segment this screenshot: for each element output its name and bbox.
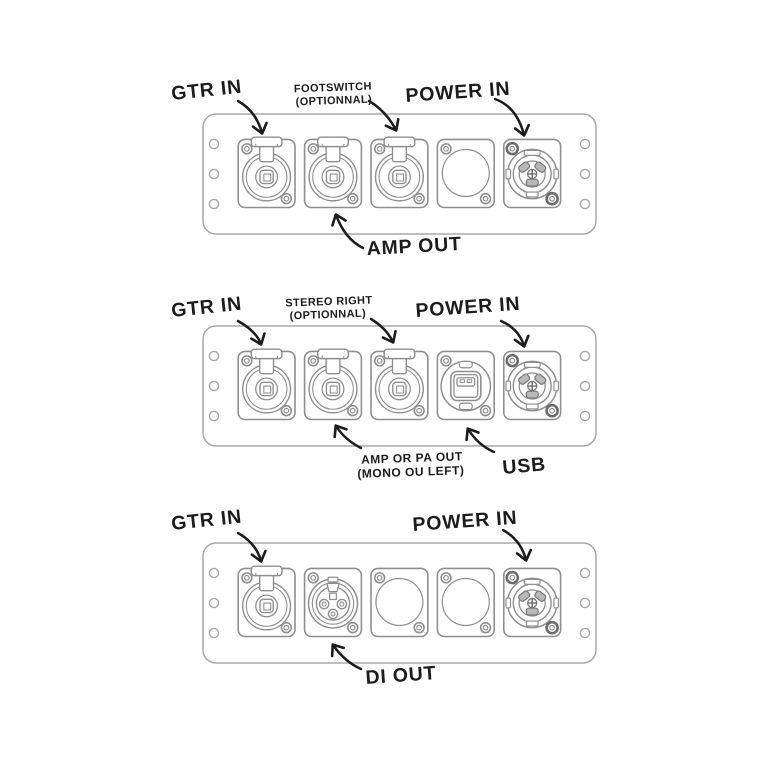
annotation-arrows	[236, 97, 531, 250]
label-power-in: POWER IN	[415, 293, 521, 322]
label-amp-or-pa-out-line1: AMP OR PA OUT	[361, 449, 463, 467]
locking-jack-connector-icon	[303, 348, 363, 421]
arrow-power-in	[501, 528, 533, 562]
label-amp-out: AMP OUT	[366, 233, 462, 260]
label-power-in: POWER IN	[405, 78, 511, 107]
annotation-arrows	[236, 528, 533, 671]
rack-panel-option-3: GTR IN POWER IN DI OUT	[170, 506, 597, 689]
label-stereo-right-line1: STEREO RIGHT	[285, 294, 373, 309]
arrow-gtr-in	[236, 319, 266, 346]
arrow-amp-out	[331, 213, 365, 250]
usb-connector-icon	[436, 350, 496, 421]
rack-panel-option-1: GTR IN FOOTSWITCH (OPTIONNAL) POWER IN A…	[170, 76, 597, 260]
label-footswitch-line2: (OPTIONNAL)	[295, 94, 372, 109]
locking-jack-connector-icon	[303, 136, 363, 209]
label-footswitch-line1: FOOTSWITCH	[294, 81, 372, 96]
arrow-power-in	[499, 319, 530, 348]
label-gtr-in: GTR IN	[170, 506, 243, 535]
arrow-footswitch	[367, 99, 400, 132]
locking-jack-connector-icon	[237, 565, 296, 638]
label-di-out: DI OUT	[365, 662, 437, 689]
arrow-di-out	[330, 643, 363, 671]
powercon-connector-icon	[502, 567, 562, 638]
blank-plate-icon	[370, 567, 429, 638]
arrow-usb	[465, 427, 496, 454]
label-power-in: POWER IN	[412, 507, 518, 536]
locking-jack-connector-icon	[370, 136, 429, 209]
powercon-connector-icon	[502, 350, 562, 421]
xlr-male-connector-icon	[303, 567, 363, 638]
label-gtr-in: GTR IN	[170, 293, 243, 322]
locking-jack-connector-icon	[237, 136, 296, 209]
annotation-arrows	[236, 317, 530, 454]
arrow-gtr-in	[236, 99, 268, 135]
blank-plate-icon	[436, 138, 496, 209]
arrow-amp-or-pa-out	[333, 424, 363, 450]
label-gtr-in: GTR IN	[170, 76, 243, 105]
locking-jack-connector-icon	[237, 348, 296, 421]
locking-jack-connector-icon	[370, 348, 429, 421]
powercon-connector-icon	[502, 138, 562, 209]
arrow-power-in	[493, 97, 531, 137]
arrow-gtr-in	[236, 531, 267, 563]
label-usb: USB	[502, 453, 547, 479]
label-stereo-right-line2: (OPTIONNAL)	[289, 308, 366, 323]
blank-plate-icon	[436, 567, 496, 638]
arrow-stereo-right	[369, 317, 397, 344]
rack-panel-option-2: GTR IN STEREO RIGHT (OPTIONNAL) POWER IN…	[170, 293, 597, 481]
label-amp-or-pa-out-line2: (MONO OU LEFT)	[357, 463, 464, 481]
